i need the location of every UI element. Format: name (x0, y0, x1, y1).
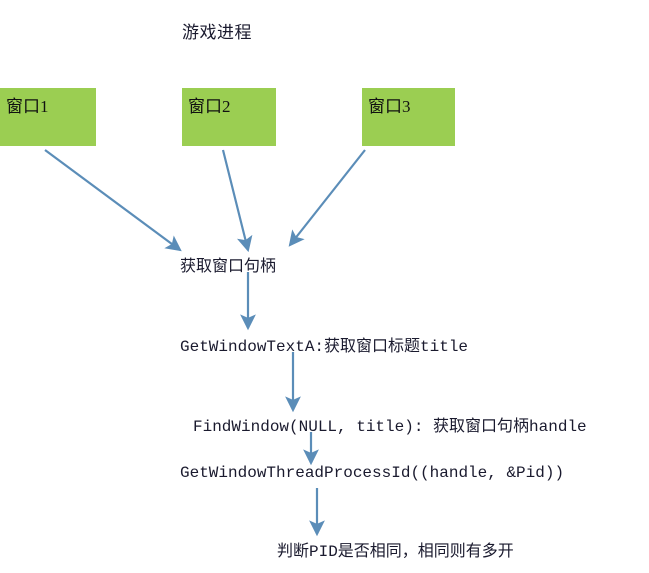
window-box-2-label: 窗口2 (188, 97, 231, 116)
window-box-1[interactable]: 窗口1 (0, 88, 96, 146)
window-box-1-label: 窗口1 (6, 97, 49, 116)
step-get-window-handle: 获取窗口句柄 (180, 258, 277, 276)
window-box-3[interactable]: 窗口3 (362, 88, 455, 146)
arrow-window3-to-gethandle (288, 149, 366, 247)
diagram-title: 游戏进程 (182, 23, 252, 42)
step-findwindow: FindWindow(NULL, title): 获取窗口句柄handle (193, 418, 587, 436)
arrow-window1-to-gethandle (44, 149, 182, 252)
window-box-2[interactable]: 窗口2 (182, 88, 276, 146)
arrow-window2-to-gethandle (221, 149, 253, 253)
step-getwindowthreadprocessid: GetWindowThreadProcessId((handle, &Pid)) (180, 464, 565, 482)
step-getwindowtexta: GetWindowTextA:获取窗口标题title (180, 338, 469, 356)
window-box-3-label: 窗口3 (368, 97, 411, 116)
step-judge-pid: 判断PID是否相同，相同则有多开 (277, 543, 514, 561)
